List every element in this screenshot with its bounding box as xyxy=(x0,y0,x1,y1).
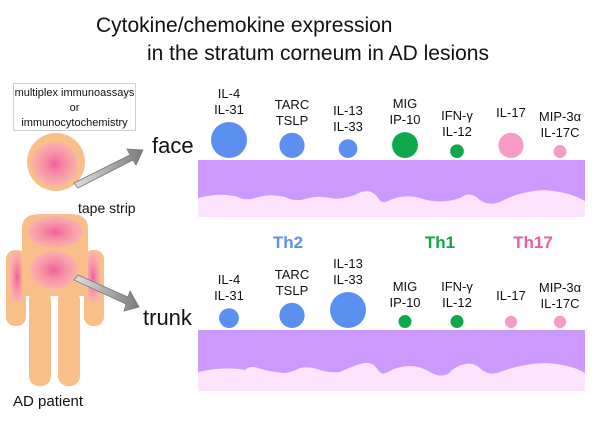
trunk-label: trunk xyxy=(143,305,192,330)
trunk-marker-circle-6 xyxy=(553,315,567,328)
marker-name-2: IL-33 xyxy=(333,119,363,135)
method-line-1: multiplex immunoassays xyxy=(14,87,135,99)
face-marker-circle-5 xyxy=(498,132,524,158)
marker-name-2: IP-10 xyxy=(389,112,421,128)
marker-name-1: MIG xyxy=(392,96,418,112)
trunk-marker-circle-5 xyxy=(504,315,518,328)
marker-name-2: IP-10 xyxy=(389,295,421,311)
marker-name-1: IFN-γ xyxy=(441,279,473,295)
marker-name-2: IL-12 xyxy=(442,124,472,140)
trunk-marker-circle-0 xyxy=(219,308,239,328)
trunk-marker-circle-2 xyxy=(330,292,366,328)
right-arm-lesion xyxy=(86,252,100,302)
marker-name-2: IL-33 xyxy=(333,272,363,287)
marker-name-2: IL-17C xyxy=(540,125,580,141)
marker-name-1: IL-17 xyxy=(496,287,526,303)
face-label: face xyxy=(152,133,194,158)
tape-strip-label: tape strip xyxy=(78,200,136,216)
face-marker-circle-2 xyxy=(338,139,358,158)
title-line-1: Cytokine/chemokine expression xyxy=(96,14,393,37)
title-line-2: in the stratum corneum in AD lesions xyxy=(147,42,489,65)
face-marker-circle-0 xyxy=(211,122,247,158)
face-marker-circle-3 xyxy=(392,132,418,158)
face-marker-circle-1 xyxy=(279,132,305,158)
patient-figure xyxy=(6,133,104,386)
marker-name-1: TARC xyxy=(274,96,310,112)
marker-name-1: MIG xyxy=(392,279,418,295)
marker-name-2: TSLP xyxy=(275,282,309,298)
patient-label: AD patient xyxy=(13,393,84,410)
marker-name-1: MIP-3α xyxy=(538,109,582,125)
marker-name-2: TSLP xyxy=(275,112,309,128)
marker-name-1: IL-4 xyxy=(217,86,241,101)
group-label-th17: Th17 xyxy=(513,233,553,252)
trunk-marker-circle-1 xyxy=(279,302,305,328)
marker-name-1: IL-4 xyxy=(217,272,241,288)
right-leg xyxy=(58,290,80,386)
marker-name-1: IL-13 xyxy=(333,256,363,271)
face-arrow xyxy=(73,148,144,189)
trunk-skin-section xyxy=(198,330,585,391)
trunk-marker-circles xyxy=(219,292,567,328)
face-skin-section xyxy=(198,160,585,217)
trunk-marker-circle-4 xyxy=(450,315,464,328)
marker-name-2: IL-12 xyxy=(442,295,472,311)
marker-name-1: MIP-3α xyxy=(538,279,582,295)
method-line-2: or xyxy=(69,102,80,114)
marker-name-1: IFN-γ xyxy=(441,108,473,124)
face-marker-circle-4 xyxy=(450,144,464,158)
face-marker-label-5: IL-17 xyxy=(481,105,541,121)
marker-name-1: TARC xyxy=(274,266,310,282)
chest-lesion xyxy=(27,216,83,248)
marker-name-1: IL-17 xyxy=(496,104,526,120)
trunk-marker-label-5: IL-17 xyxy=(481,288,541,304)
method-line-3: immunocytochemistry xyxy=(21,117,128,129)
face-marker-circle-6 xyxy=(553,145,567,159)
marker-name-2: IL-31 xyxy=(214,102,244,117)
group-label-th1: Th1 xyxy=(424,233,456,252)
face-lesion xyxy=(32,142,78,186)
left-leg xyxy=(29,290,51,386)
method-box: multiplex immunoassays or immunocytochem… xyxy=(13,83,136,131)
left-arm-lesion xyxy=(10,252,24,302)
trunk-marker-circle-3 xyxy=(398,315,412,328)
group-label-th2: Th2 xyxy=(272,233,304,252)
trunk-arrow xyxy=(73,274,140,312)
abdomen-lesion xyxy=(30,251,78,289)
marker-name-2: IL-17C xyxy=(540,295,580,311)
marker-name-2: IL-31 xyxy=(214,288,244,304)
marker-name-1: IL-13 xyxy=(333,103,363,119)
face-marker-circles xyxy=(211,122,567,159)
